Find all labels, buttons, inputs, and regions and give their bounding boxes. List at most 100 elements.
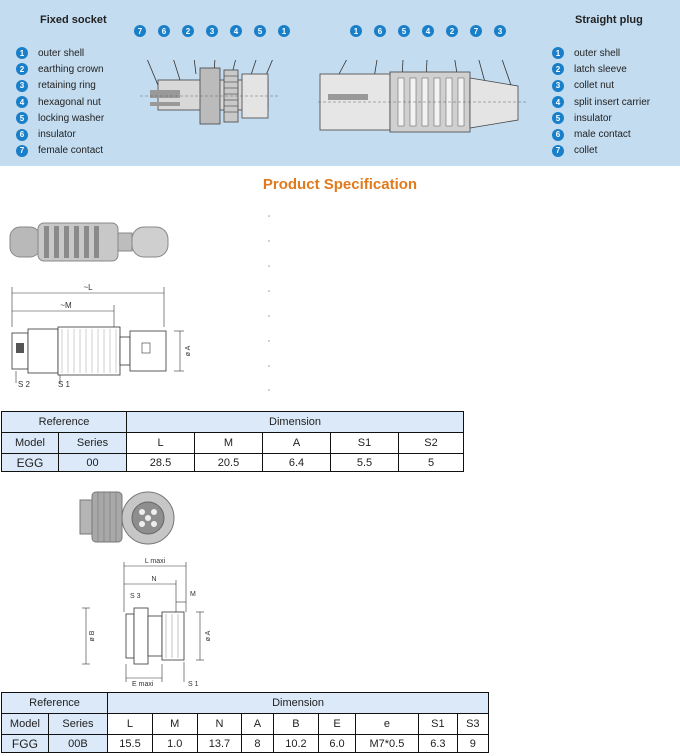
socket-product-image: [79, 491, 175, 545]
column-header: M: [151, 713, 198, 735]
dimension-header: Dimension: [107, 692, 489, 714]
fgg-dimension-table: Reference Dimension Model Series L M N A…: [0, 692, 490, 753]
egg-dimension-table: Reference Dimension Model Series L M A S…: [0, 411, 465, 472]
number-badge: 3: [16, 79, 28, 92]
spec-title: Product Specification: [262, 176, 418, 193]
column-header: S1: [330, 432, 400, 454]
legend-label: earthing crown: [38, 63, 104, 75]
table-header-row: Reference Dimension: [0, 411, 465, 433]
legend-item: 3 retaining ring: [16, 78, 104, 94]
column-header: e: [354, 713, 420, 735]
column-header: Model: [1, 432, 59, 454]
number-badge: 2: [552, 63, 564, 76]
legend-label: male contact: [574, 129, 631, 141]
reference-header: Reference: [0, 692, 109, 714]
column-header: S2: [398, 432, 465, 454]
callout-badge: 6: [158, 25, 170, 37]
legend-label: collet nut: [574, 80, 615, 92]
callout-badge: 2: [446, 25, 458, 37]
column-header: L: [107, 713, 153, 735]
legend-label: retaining ring: [38, 80, 96, 92]
column-header: L: [126, 432, 196, 454]
table-cell: 00: [57, 453, 128, 472]
table-column-headers: Model Series L M N A B E e S1 S3: [1, 713, 490, 735]
number-badge: 4: [16, 96, 28, 109]
column-header: Series: [47, 713, 109, 735]
callout-badge: 3: [206, 25, 218, 37]
table-cell: 00B: [47, 734, 109, 753]
legend-item: 1 outer shell: [552, 45, 650, 61]
legend-label: collet: [574, 145, 598, 157]
callout-badge: 2: [182, 25, 194, 37]
number-badge: 6: [16, 128, 28, 141]
callout-badge: 4: [422, 25, 434, 37]
callout-badge: 7: [134, 25, 146, 37]
table-cell: FGG: [1, 734, 49, 753]
number-badge: 1: [552, 47, 564, 60]
column-header: M: [194, 432, 264, 454]
column-header: E: [318, 713, 356, 735]
table-cell: 9: [456, 734, 490, 753]
column-header: N: [196, 713, 243, 735]
table-cell: EGG: [1, 453, 59, 472]
legend-item: 6 male contact: [552, 126, 650, 142]
callout-badge: 5: [254, 25, 266, 37]
legend-label: split insert carrier: [574, 96, 651, 108]
legend-label: female contact: [38, 145, 104, 157]
table-cell: 1.0: [151, 734, 198, 753]
dim-label-A: ø A: [205, 630, 212, 641]
legend-label: insulator: [574, 112, 612, 124]
table-cell: 5.5: [330, 453, 400, 472]
legend-item: 4 hexagonal nut: [16, 94, 104, 110]
number-badge: 3: [552, 79, 564, 92]
number-badge: 7: [552, 144, 564, 157]
callout-badge: 5: [398, 25, 410, 37]
dotted-divider: [268, 215, 270, 391]
callout-badge: 4: [230, 25, 242, 37]
column-header: S3: [456, 713, 490, 735]
legend-label: locking washer: [38, 112, 105, 124]
number-badge: 6: [552, 128, 564, 141]
dim-label-B: ø B: [89, 630, 96, 641]
dim-label-M: ~M: [60, 301, 72, 310]
dim-label-E-maxi: E maxi: [132, 681, 154, 688]
dim-label-M: M: [190, 591, 196, 598]
column-header: S1: [418, 713, 458, 735]
dim-label-S3: S 3: [130, 593, 141, 600]
socket-dimension-drawing: L maxi N M S 3 ø B ø A E maxi S 1: [79, 491, 212, 688]
dim-label-L: ~L: [83, 283, 93, 292]
column-header: A: [262, 432, 332, 454]
dim-label-S2: S 2: [18, 380, 31, 389]
legend-label: outer shell: [574, 47, 621, 59]
dim-label-S1: S 1: [58, 380, 71, 389]
fixed-socket-title: Fixed socket: [40, 14, 107, 26]
table-cell: 20.5: [194, 453, 264, 472]
number-badge: 1: [16, 47, 28, 60]
table-cell: 5: [398, 453, 465, 472]
dim-label-N: N: [151, 576, 156, 583]
table-row: FGG 00B 15.5 1.0 13.7 8 10.2 6.0 M7*0.5 …: [1, 734, 490, 753]
table-cell: 6.0: [318, 734, 356, 753]
table-cell: 15.5: [107, 734, 153, 753]
callout-badge: 1: [350, 25, 362, 37]
callout-badge: 3: [494, 25, 506, 37]
reference-header: Reference: [0, 411, 128, 433]
dimension-header: Dimension: [126, 411, 465, 433]
table-header-row: Reference Dimension: [0, 692, 489, 714]
plug-cutaway-illustration: [318, 60, 528, 133]
number-badge: 7: [16, 144, 28, 157]
legend-label: hexagonal nut: [38, 96, 101, 108]
number-badge: 5: [16, 112, 28, 125]
plug-dimension-drawing: ~L ~M ø A S 2 S 1: [9, 222, 192, 389]
table-cell: M7*0.5: [354, 734, 420, 753]
column-header: B: [272, 713, 320, 735]
table-cell: 28.5: [126, 453, 196, 472]
